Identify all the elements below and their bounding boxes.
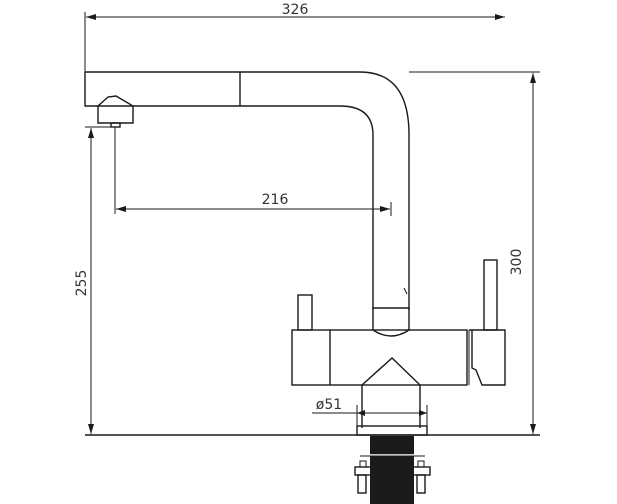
dimension-spout-reach: 216 <box>114 127 392 216</box>
aerator <box>97 95 134 124</box>
right-cartridge <box>469 329 506 386</box>
spout-collar <box>372 307 410 337</box>
right-handle <box>483 259 498 331</box>
dimension-label-d51: ø51 <box>316 397 342 413</box>
nozzle <box>110 122 121 128</box>
base-plate <box>356 425 428 436</box>
dimension-overall-height: 300 <box>409 71 540 434</box>
dimension-base-diameter: ø51 <box>312 397 428 426</box>
mounting-bolt <box>416 474 426 494</box>
threaded-shank <box>354 436 431 504</box>
dimension-label-326: 326 <box>282 2 309 18</box>
faucet-body <box>291 259 506 436</box>
mounting-bolt <box>357 474 367 494</box>
left-handle <box>297 294 313 331</box>
dimension-overall-width: 326 <box>84 2 505 106</box>
dimension-label-216: 216 <box>262 192 289 208</box>
dimension-label-300: 300 <box>509 249 525 276</box>
dimension-label-255: 255 <box>74 270 90 297</box>
dimension-spout-height: 255 <box>74 126 115 434</box>
spout <box>84 71 410 310</box>
